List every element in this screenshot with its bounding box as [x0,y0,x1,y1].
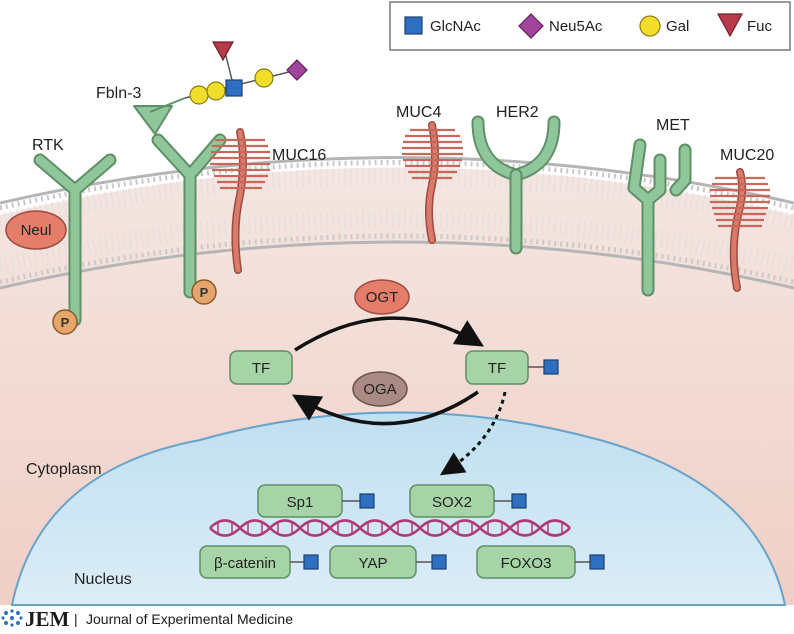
svg-text:TF: TF [488,360,506,377]
nucleus-label: Nucleus [74,571,132,588]
footer: JEM | Journal of Experimental Medicine [1,607,293,631]
glcnac-icon [431,554,447,570]
svg-text:OGT: OGT [366,289,399,306]
her2-label: HER2 [496,104,539,121]
rtk-label: RTK [32,137,64,154]
tf-sp1: Sp1 [257,484,375,518]
phospho-badge-2: P [191,279,217,305]
legend-item-fuc: Fuc [747,18,773,35]
gal-icon [189,85,209,105]
glcnac-icon [543,359,559,375]
tf-beta-catenin: β-catenin [199,545,319,579]
svg-text:β-catenin: β-catenin [214,555,276,572]
met-receptor [627,138,692,297]
phospho-badge-1: P [52,309,78,335]
muc16-mucin [210,128,270,274]
glcnac-icon [589,554,605,570]
ogt-oga-cycle: OGT OGA [291,279,484,426]
dna-rungs [217,521,563,535]
gal-icon [206,81,226,101]
glcnac-icon [359,493,375,509]
neu5ac-icon [286,59,308,81]
tf-o-glcnac: TF [465,350,559,385]
legend-item-glcnac: GlcNAc [430,18,481,35]
jem-logo: JEM [25,607,70,631]
svg-text:Neul: Neul [21,222,52,239]
tf-unmodified: TF [229,350,293,385]
legend-item-neu5ac: Neu5Ac [549,18,603,35]
dna-helix [209,519,571,537]
oga-enzyme: OGA [352,371,408,407]
cytoplasm-label: Cytoplasm [26,461,102,478]
svg-text:YAP: YAP [359,555,388,572]
svg-text:Sp1: Sp1 [287,494,314,511]
fuc-legend-icon [716,13,744,38]
svg-text:P: P [200,285,209,300]
svg-text:OGA: OGA [363,381,396,398]
muc20-mucin [710,168,770,292]
svg-text:TF: TF [252,360,270,377]
fbln3-label: Fbln-3 [96,85,141,102]
tf-sox2: SOX2 [409,484,527,518]
muc20-label: MUC20 [720,147,774,164]
fbln3-ligand [133,97,186,135]
muc16-label: MUC16 [272,147,326,164]
her2-receptor [471,115,561,255]
met-label: MET [656,117,690,134]
tf-foxo3: FOXO3 [476,545,605,579]
glycan-chain [184,41,308,105]
svg-text:P: P [61,315,70,330]
glcnac-icon [511,493,527,509]
gal-icon [254,68,274,88]
muc4-mucin [402,121,463,244]
journal-name: Journal of Experimental Medicine [86,611,293,627]
nuclear-translocation-arrow [439,391,507,476]
fuc-icon [211,41,235,62]
tf-yap: YAP [329,545,447,579]
svg-text:SOX2: SOX2 [432,494,472,511]
svg-text:FOXO3: FOXO3 [501,555,552,572]
neul-enzyme: Neul [5,210,67,250]
legend: GlcNAc Neu5Ac Gal Fuc [389,1,791,51]
jem-logo-icon [1,609,23,627]
glcnac-icon [225,79,243,97]
glcnac-legend-icon [404,16,423,35]
legend-item-gal: Gal [666,18,689,35]
ogt-enzyme: OGT [354,279,410,315]
muc4-label: MUC4 [396,104,441,121]
rtk-receptor-fill [35,155,115,325]
glcnac-icon [303,554,319,570]
footer-separator: | [74,611,78,627]
neu5ac-legend-icon [518,13,544,39]
gal-legend-icon [639,15,661,37]
